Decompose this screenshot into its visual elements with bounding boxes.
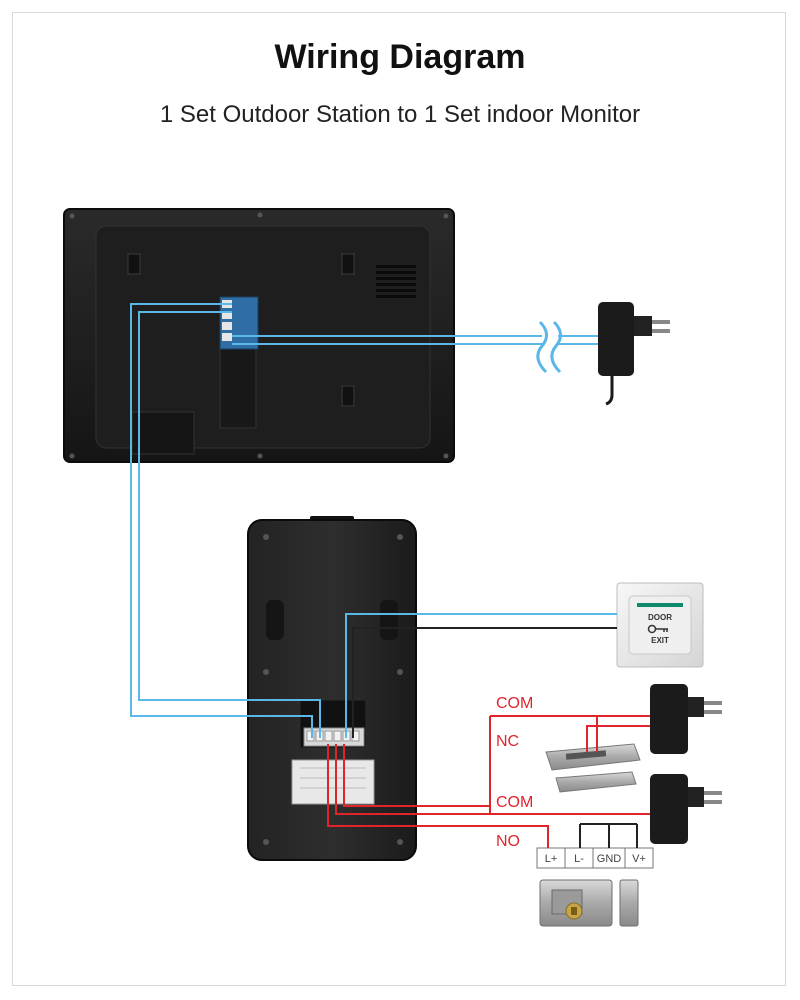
magnetic-lock [545,743,641,793]
red-wires [327,715,650,848]
lock-power-adapter-top [650,684,722,754]
key-icon [647,624,668,634]
outdoor-station-label-sticker [291,759,375,805]
label-no: NO [496,833,520,850]
black-wires [352,627,638,848]
door-exit-button: DOOR EXIT [616,582,704,668]
terminal-l-plus: L+ [545,853,558,865]
speaker-grille [376,265,416,298]
image-frame [12,12,786,986]
monitor-power-adapter [598,302,670,406]
lock-power-adapter-bottom [650,774,722,844]
terminal-l-minus: L- [574,853,584,865]
label-com-upper: COM [496,695,533,712]
page-title: Wiring Diagram [274,38,526,76]
page-subtitle: 1 Set Outdoor Station to 1 Set indoor Mo… [159,101,641,128]
electric-lock [539,879,639,927]
terminal-v-plus: V+ [632,853,646,865]
terminal-gnd: GND [597,853,622,865]
exit-button-label-door: DOOR [648,613,672,622]
label-com-lower: COM [496,794,533,811]
outdoor-station [247,516,417,861]
blue-wires [130,303,617,738]
lock-terminal-strip: L+ L- GND V+ [536,847,654,869]
label-nc: NC [496,733,519,750]
wire-break-symbol [536,320,562,374]
exit-button-label-exit: EXIT [651,636,669,645]
